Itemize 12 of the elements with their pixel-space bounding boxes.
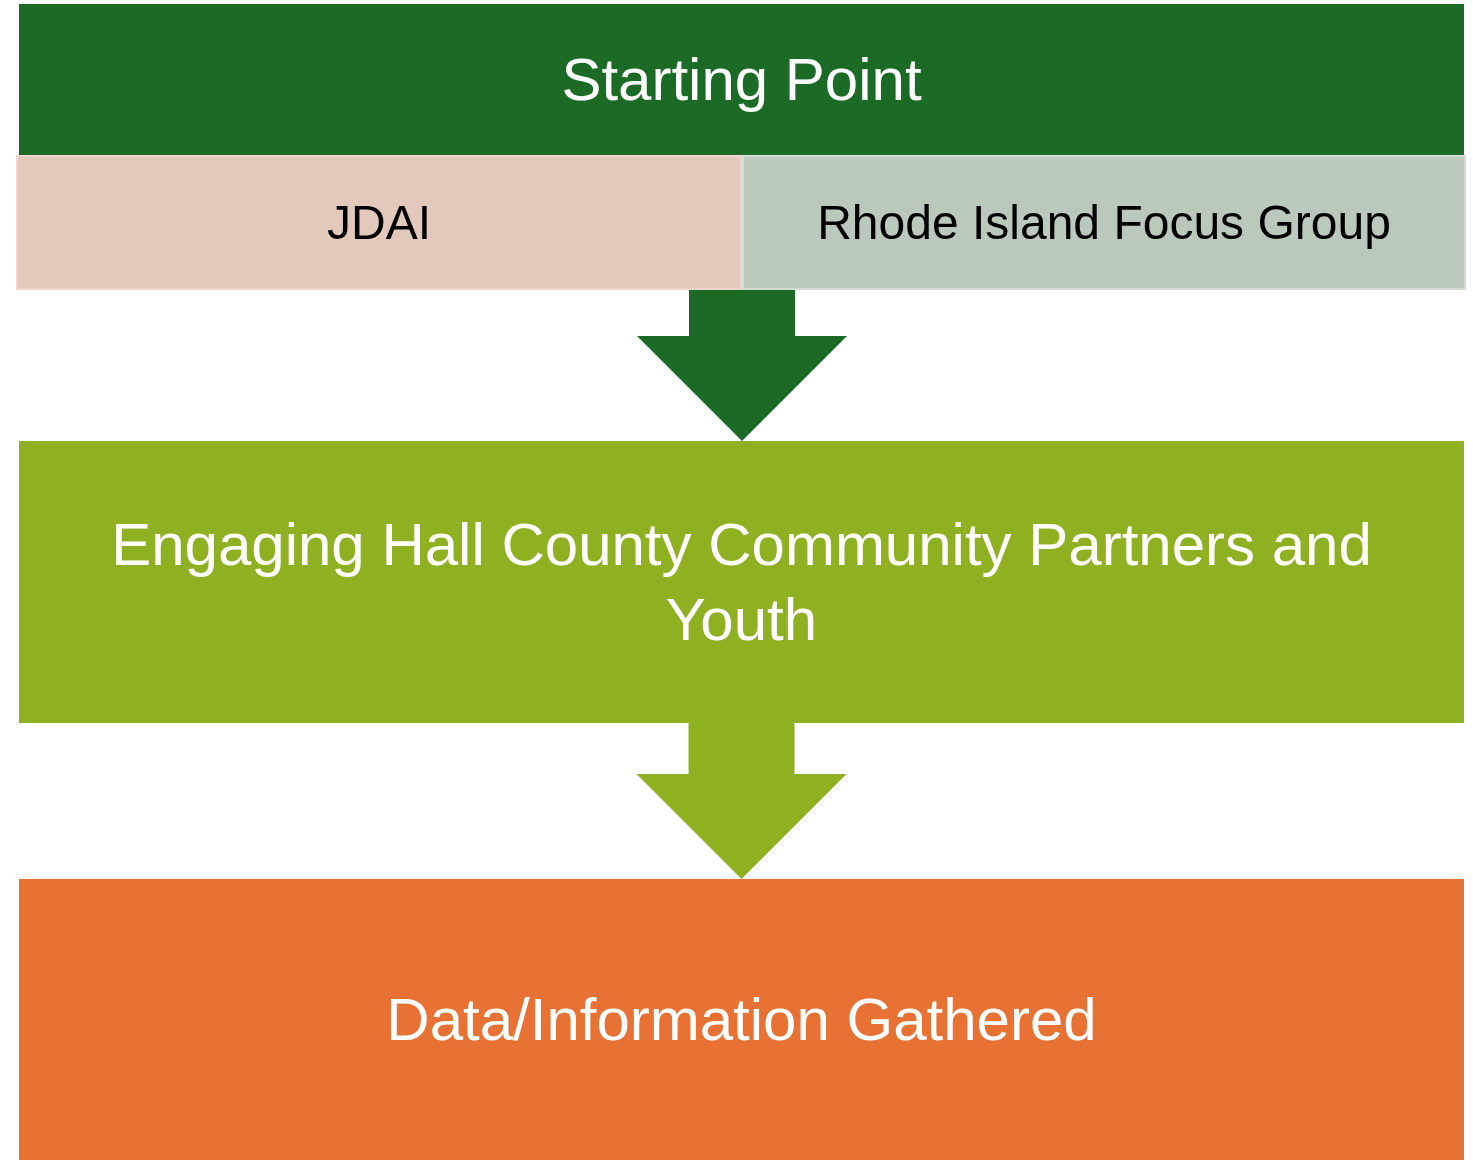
category-box xyxy=(742,155,1466,290)
node-label: Starting Point xyxy=(561,44,922,115)
result-box xyxy=(19,879,1464,1160)
block-arrow xyxy=(636,723,847,879)
node-label: Data/Information Gathered xyxy=(386,984,1097,1055)
process-box xyxy=(19,441,1464,723)
node-label: Engaging Hall County Community Partners and Youth xyxy=(110,510,1373,655)
node-label: JDAI xyxy=(327,194,431,251)
category-box xyxy=(16,155,742,290)
node-label: Rhode Island Focus Group xyxy=(817,194,1391,251)
heading-band xyxy=(19,4,1464,155)
block-arrow xyxy=(637,290,847,441)
